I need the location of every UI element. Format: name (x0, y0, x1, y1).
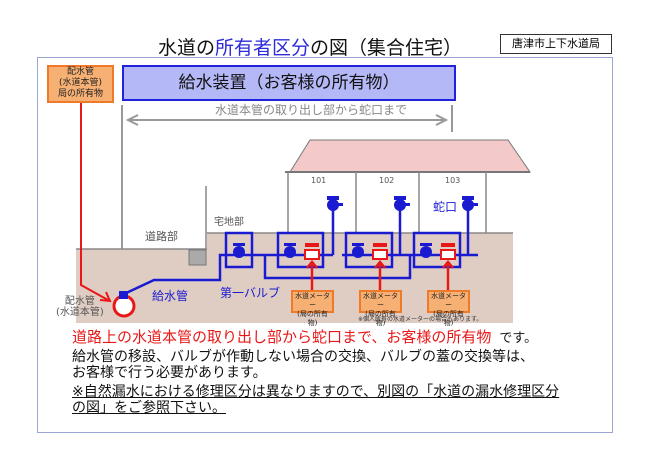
unit-label: 101 (311, 176, 327, 185)
page-title: 水道の所有者区分の図（集合住宅） (130, 33, 490, 60)
first-valve-label: 第一バルブ (220, 286, 281, 300)
main-pipe-owner-label: 配水管 (水道本管) 局の所有物 (47, 65, 114, 103)
unit-label: 103 (445, 176, 461, 185)
title-part: 水道の (157, 37, 215, 59)
meter-line: (局の所有物) (433, 310, 464, 327)
leak-note-link: ※自然漏水における修理区分は異なりますので、別図の「水道の漏水修理区分 (72, 384, 560, 400)
water-meter-label: 水道メーター(局の所有物) (291, 290, 334, 327)
road-label: 道路部 (145, 230, 178, 243)
diagram-frame (37, 57, 613, 433)
unit-label: 102 (379, 176, 395, 185)
meter-line: (局の所有物) (297, 310, 328, 327)
main-pipe-label: 配水管(水道本管) (56, 296, 104, 318)
ownership-statement-end: です。 (499, 331, 538, 346)
range-label: 水道本管の取り出し部から蛇口まで (215, 103, 408, 117)
leak-note-link: の図」をご参照下さい。 (72, 400, 226, 416)
organization-label: 唐津市上下水道局 (500, 34, 612, 54)
lot-label: 宅地部 (214, 217, 244, 228)
meter-note: ※個人所有の水道メーターの場合もあります。 (358, 316, 483, 323)
ownership-row: 道路上の水道本管の取り出し部から蛇口まで、お客様の所有物 です。 (72, 328, 608, 348)
owner-line: 局の所有物 (57, 89, 103, 99)
main-pipe-line: (水道本管) (56, 307, 104, 318)
meter-line: 水道メーター (295, 292, 330, 309)
meter-line: 水道メーター (431, 292, 466, 309)
title-part: の図（集合住宅） (310, 37, 463, 59)
explanation-text: 道路上の水道本管の取り出し部から蛇口まで、お客様の所有物 です。 給水管の移設、… (72, 328, 608, 416)
supply-equipment-banner: 給水装置（お客様の所有物） (122, 65, 456, 101)
ownership-statement: 道路上の水道本管の取り出し部から蛇口まで、お客様の所有物 (72, 328, 492, 346)
body-text: お客様で行う必要があります。 (72, 365, 267, 381)
supply-pipe-label: 給水管 (152, 289, 189, 303)
water-meter-label: 水道メーター(局の所有物) (359, 290, 402, 327)
owner-line: 配水管 (66, 67, 94, 77)
main-pipe-line: 配水管 (64, 296, 95, 307)
meter-line: (局の所有物) (365, 310, 396, 327)
water-meter-label: 水道メーター(局の所有物) (427, 290, 470, 327)
faucet-label: 蛇口 (433, 200, 458, 214)
meter-line: 水道メーター (363, 292, 398, 309)
owner-line: (水道本管) (58, 78, 103, 88)
body-text: 給水管の移設、バルブが作動しない場合の交換、バルブの蓋の交換等は、 (72, 349, 534, 365)
title-highlight: 所有者区分 (214, 37, 310, 59)
